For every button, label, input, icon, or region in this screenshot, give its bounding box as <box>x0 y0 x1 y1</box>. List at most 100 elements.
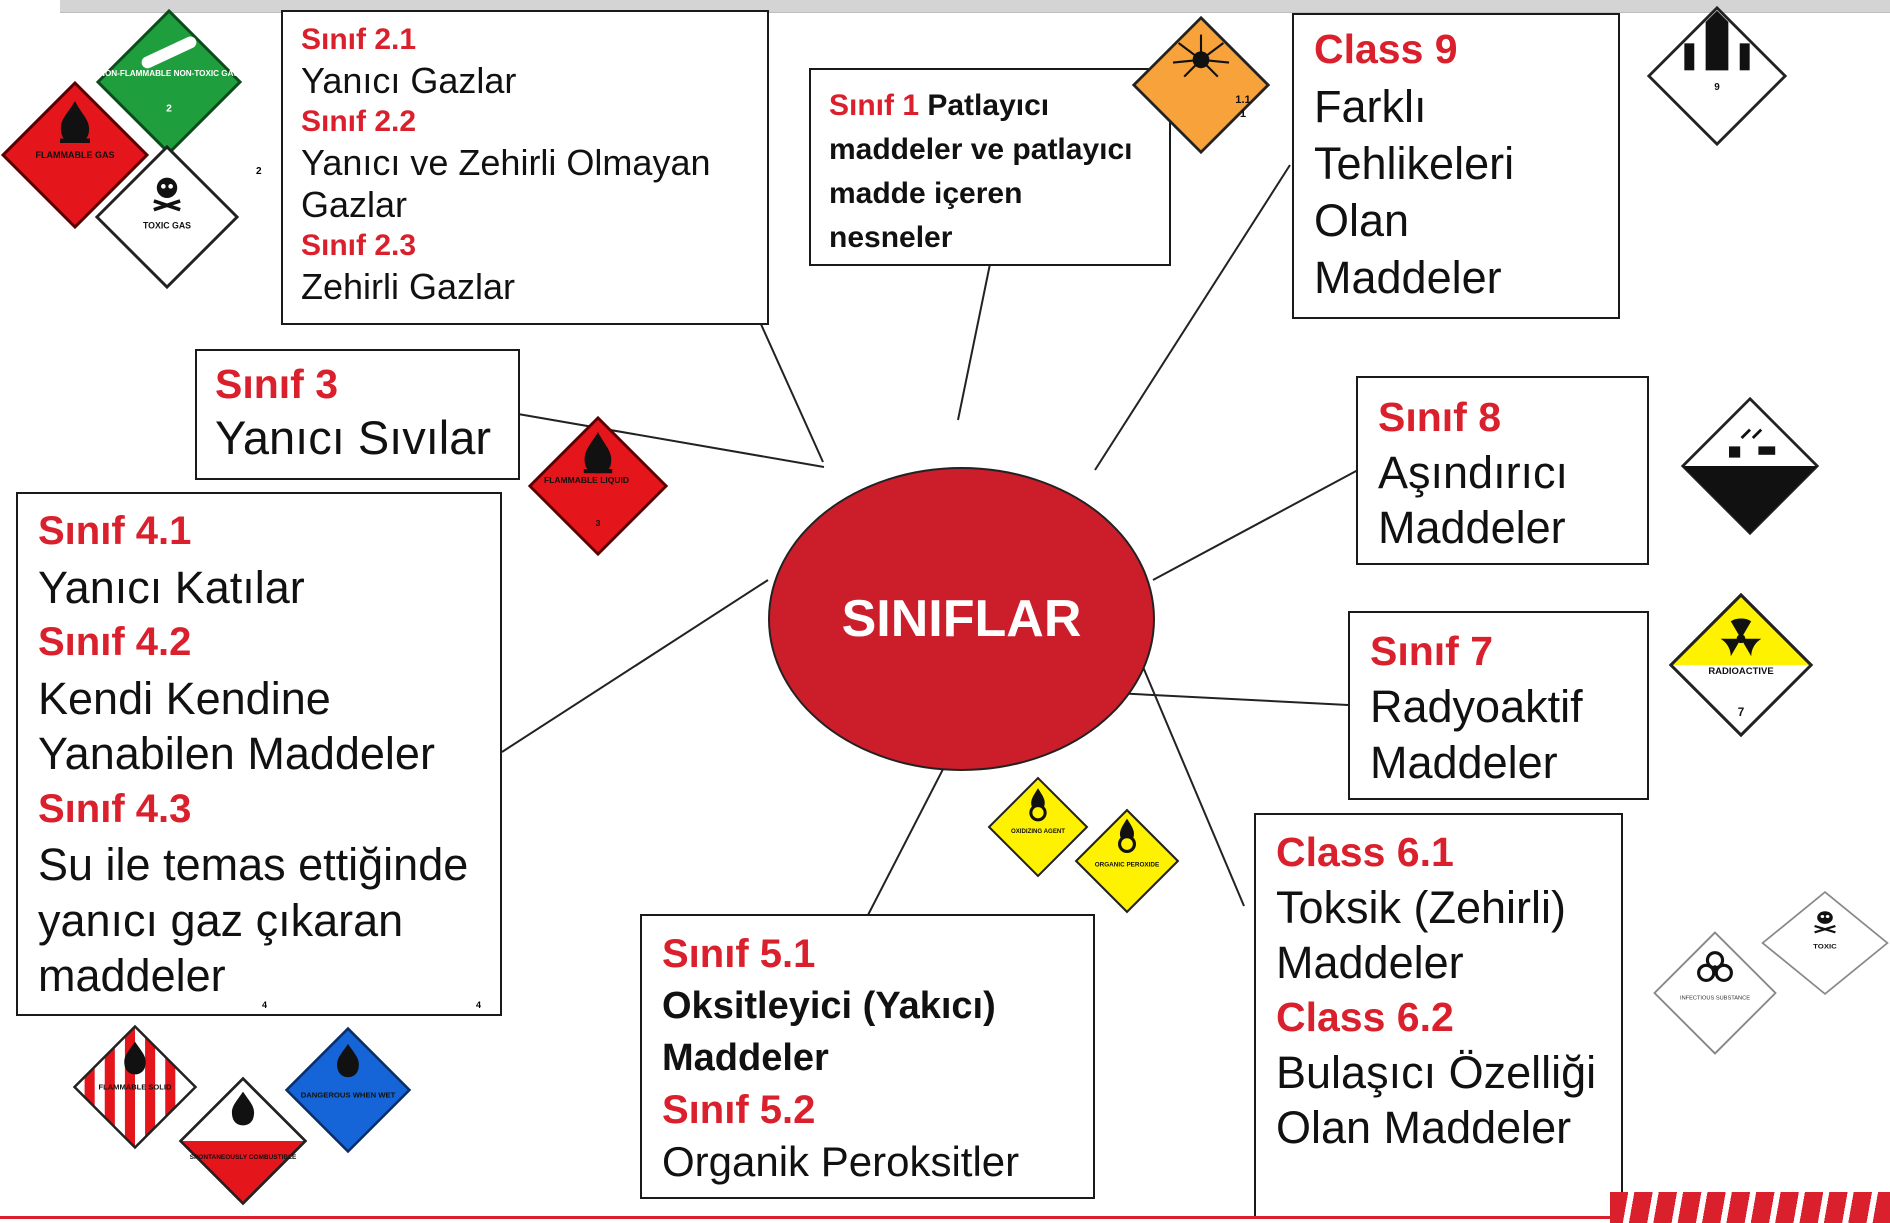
misc-number: 9 <box>1714 82 1720 93</box>
class4-3-heading: Sınıf 4.3 <box>38 786 192 831</box>
class6-2-heading: Class 6.2 <box>1276 994 1454 1040</box>
class5-2-text: Organik Peroksitler <box>662 1138 1020 1185</box>
stripes-icon <box>1684 10 1750 71</box>
class5-box: Sınıf 5.1 Oksitleyici (Yakıcı) Maddeler … <box>640 914 1095 1199</box>
class5-1-text: Oksitleyici (Yakıcı) Maddeler <box>662 985 996 1079</box>
radioactive-placard: RADIOACTIVE 7 <box>1668 592 1814 738</box>
corrosive-placard <box>1680 396 1820 536</box>
connector-class2 <box>759 321 824 463</box>
flame-over-circle-icon <box>1117 818 1137 854</box>
top-bar <box>60 0 1890 13</box>
flammable-solid-placard: FLAMMABLE SOLID <box>72 1024 198 1150</box>
class2-2-text: Yanıcı ve Zehirli Olmayan Gazlar <box>301 142 711 225</box>
class4-2-heading: Sınıf 4.2 <box>38 620 192 664</box>
class5-1-heading: Sınıf 5.1 <box>662 932 816 976</box>
dangerous-wet-label: DANGEROUS WHEN WET <box>301 1091 396 1100</box>
center-ellipse: SINIFLAR <box>768 467 1155 771</box>
connector-class4 <box>501 579 769 753</box>
class2-1-text: Yanıcı Gazlar <box>301 60 517 101</box>
placard-number-2: 2 <box>256 166 262 177</box>
organic-peroxide-label: ORGANIC PEROXIDE <box>1095 861 1160 868</box>
explosive-number-2: 1 <box>1240 108 1246 120</box>
class4-2-text: Kendi Kendine Yanabilen Maddeler <box>38 672 435 780</box>
class9-heading: Class 9 <box>1314 26 1458 72</box>
class2-box: Sınıf 2.1 Yanıcı Gazlar Sınıf 2.2 Yanıcı… <box>281 10 769 325</box>
class8-box: Sınıf 8 Aşındırıcı Maddeler <box>1356 376 1649 565</box>
flame-over-circle-icon <box>1029 788 1047 822</box>
non-flammable-number: 2 <box>166 104 172 115</box>
flammable-liquid-number: 3 <box>596 518 601 528</box>
connector-class3 <box>517 413 825 468</box>
class7-heading: Sınıf 7 <box>1370 628 1494 674</box>
class8-heading: Sınıf 8 <box>1378 394 1502 440</box>
flame-icon <box>583 432 613 474</box>
skull-icon <box>1814 911 1836 934</box>
gas-cylinder-icon <box>141 36 197 69</box>
class2-1-heading: Sınıf 2.1 <box>301 23 417 56</box>
spontaneous-label: SPONTANEOUSLY COMBUSTIBLE <box>190 1154 297 1161</box>
explosion-icon <box>1172 34 1230 78</box>
toxic-gas-placard: TOXIC GAS <box>94 144 240 290</box>
dangerous-when-wet-placard: DANGEROUS WHEN WET <box>284 1026 412 1154</box>
connector-class9 <box>1094 164 1291 471</box>
class3-text: Yanıcı Sıvılar <box>215 411 492 464</box>
flame-icon <box>124 1041 146 1075</box>
center-label: SINIFLAR <box>841 590 1082 648</box>
explosive-number: 1.1 <box>1235 94 1251 106</box>
class1-heading: Sınıf 1 <box>829 89 920 122</box>
class6-box: Class 6.1 Toksik (Zehirli) Maddeler Clas… <box>1254 813 1623 1218</box>
toxic-gas-label: TOXIC GAS <box>143 221 191 231</box>
flammable-gas-label: FLAMMABLE GAS <box>36 150 115 160</box>
class3-box: Sınıf 3 Yanıcı Sıvılar <box>195 349 520 480</box>
connector-class7 <box>1094 691 1349 706</box>
class1-text: Patlayıcı maddeler ve patlayıcı madde iç… <box>829 89 1133 254</box>
class4-box: Sınıf 4.1 Yanıcı Katılar Sınıf 4.2 Kendi… <box>16 492 502 1016</box>
class8-text: Aşındırıcı Maddeler <box>1378 447 1569 553</box>
class4-1-heading: Sınıf 4.1 <box>38 509 192 553</box>
class2-2-heading: Sınıf 2.2 <box>301 105 417 138</box>
flame-icon <box>231 1091 255 1126</box>
class6-1-text: Toksik (Zehirli) Maddeler <box>1276 882 1567 988</box>
infectious-substance-placard: INFECTIOUS SUBSTANCE <box>1652 930 1778 1056</box>
placard-number-4-left: 4 <box>262 1000 268 1010</box>
non-flammable-label: NON-FLAMMABLE NON-TOXIC GAS <box>99 69 239 78</box>
oxidizing-agent-placard: OXIDIZING AGENT <box>987 776 1089 878</box>
organic-peroxide-placard: ORGANIC PEROXIDE <box>1074 808 1180 914</box>
class2-3-heading: Sınıf 2.3 <box>301 229 417 262</box>
radioactive-number: 7 <box>1738 706 1745 719</box>
non-flammable-gas-placard: NON-FLAMMABLE NON-TOXIC GAS 2 <box>95 8 243 156</box>
skull-icon <box>153 177 181 212</box>
class6-2-text: Bulaşıcı Özelliği Olan Maddeler <box>1276 1047 1597 1153</box>
flammable-gas-placard: FLAMMABLE GAS <box>0 80 150 230</box>
connector-class8 <box>1152 469 1359 581</box>
flame-icon <box>60 101 90 143</box>
biohazard-icon <box>1697 951 1733 982</box>
class3-heading: Sınıf 3 <box>215 361 339 407</box>
connector-class1 <box>957 263 991 421</box>
class4-1-text: Yanıcı Katılar <box>38 561 305 613</box>
toxic-placard: TOXIC <box>1760 890 1890 996</box>
bottom-accent-line <box>0 1216 1890 1219</box>
brand-logo <box>1610 1192 1890 1223</box>
flame-icon <box>337 1043 359 1078</box>
class2-3-text: Zehirli Gazlar <box>301 266 516 307</box>
infectious-label: INFECTIOUS SUBSTANCE <box>1680 995 1750 1001</box>
oxidizing-label: OXIDIZING AGENT <box>1011 828 1065 835</box>
corrosive-icon <box>1729 428 1776 458</box>
flammable-liquid-placard: FLAMMABLE LIQUID 3 <box>527 415 669 557</box>
connector-class6 <box>1134 647 1245 907</box>
radioactive-label: RADIOACTIVE <box>1708 666 1773 677</box>
spontaneously-combustible-placard: SPONTANEOUSLY COMBUSTIBLE <box>178 1076 308 1206</box>
flammable-liquid-label: FLAMMABLE LIQUID <box>544 475 629 485</box>
radiation-trefoil-icon <box>1720 618 1762 657</box>
placard-number-4-right: 4 <box>476 1000 482 1010</box>
class7-text: Radyoaktif Maddeler <box>1370 681 1583 788</box>
toxic-label: TOXIC <box>1813 943 1837 950</box>
class7-box: Sınıf 7 Radyoaktif Maddeler <box>1348 611 1649 800</box>
class6-1-heading: Class 6.1 <box>1276 829 1454 875</box>
class9-box: Class 9 Farklı Tehlikeleri Olan Maddeler <box>1292 13 1620 319</box>
misc-dangerous-placard: 9 <box>1646 5 1788 147</box>
class4-3-text: Su ile temas ettiğinde yanıcı gaz çıkara… <box>38 839 469 1001</box>
class5-2-heading: Sınıf 5.2 <box>662 1088 816 1132</box>
